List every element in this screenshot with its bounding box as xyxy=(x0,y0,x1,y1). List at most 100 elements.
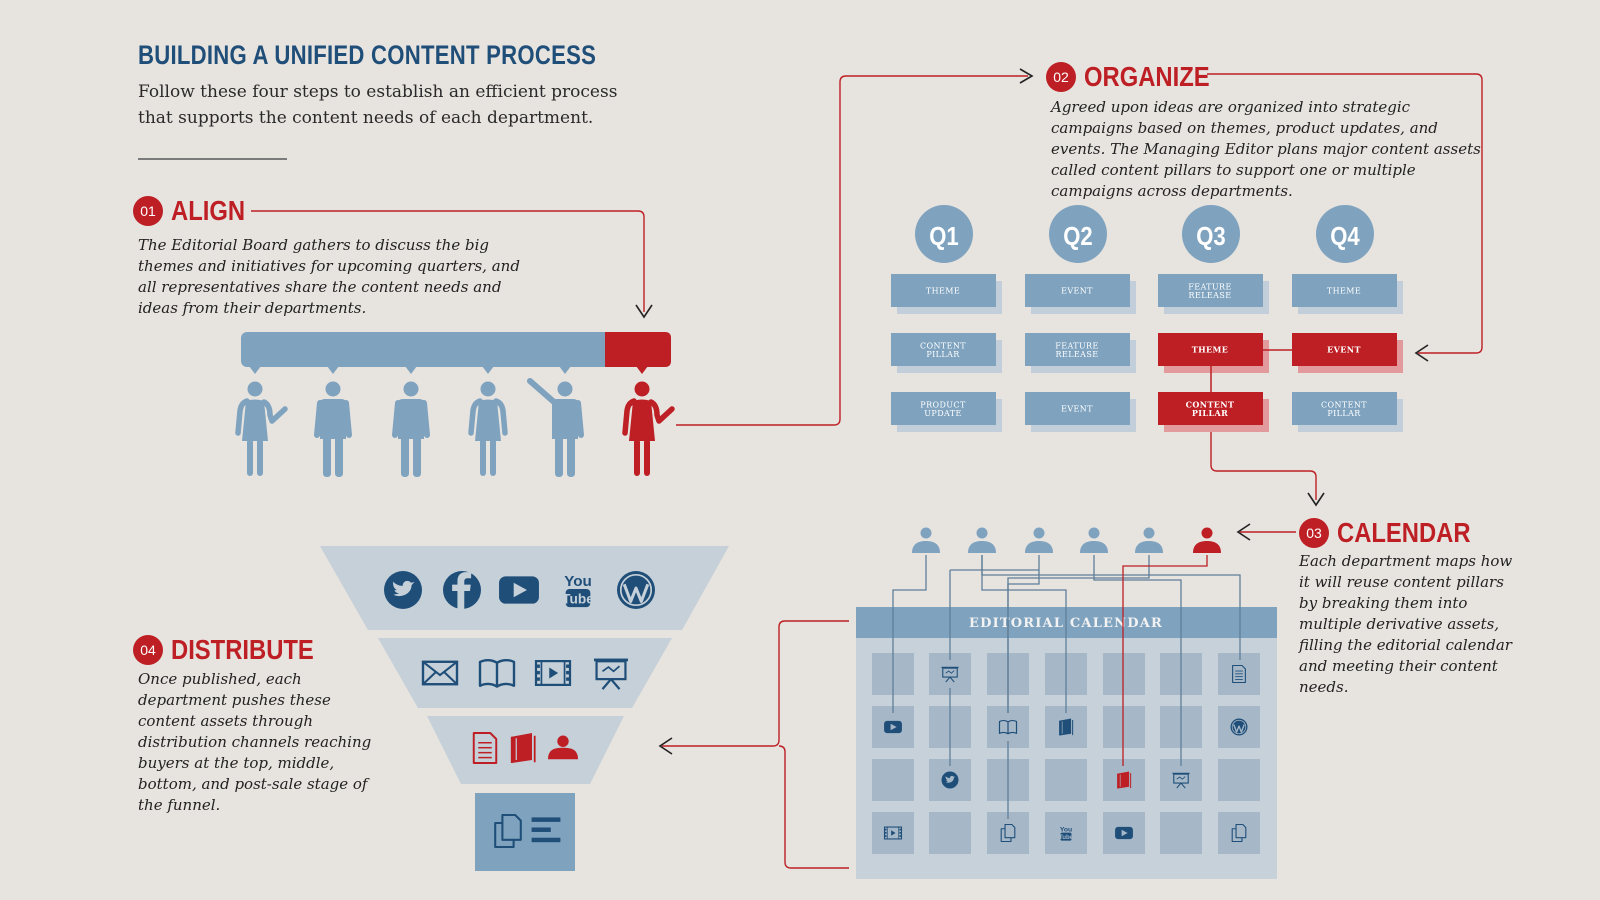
arrowhead xyxy=(1307,492,1325,507)
department-person xyxy=(1193,527,1221,553)
card-label: EVENT xyxy=(1061,287,1093,296)
campaign-card xyxy=(1025,274,1130,307)
card-label: CONTENT xyxy=(920,341,966,350)
youtube-you-text: You xyxy=(564,573,592,590)
speech-pointer xyxy=(249,366,261,374)
step-calendar-header: 03 CALENDAR xyxy=(1299,517,1494,549)
youtube-icon xyxy=(1115,826,1133,840)
card-label: EVENT xyxy=(1327,345,1361,355)
facebook-icon xyxy=(443,571,481,609)
speech-pointer xyxy=(636,366,648,374)
speech-pointer xyxy=(559,366,571,374)
calendar-icon-pad xyxy=(1225,819,1253,847)
card-label: THEME xyxy=(1192,345,1229,355)
wire xyxy=(892,555,927,727)
person-figure xyxy=(527,378,584,477)
book-icon xyxy=(998,719,1018,735)
organize-return-connector xyxy=(1207,73,1483,354)
arrowhead xyxy=(1236,523,1251,541)
card-label: UPDATE xyxy=(924,409,961,418)
step-align-description: The Editorial Board gathers to discuss t… xyxy=(138,236,520,317)
step-distribute-description: Once published, each department pushes t… xyxy=(138,670,372,814)
video-icon xyxy=(534,659,572,687)
pillar-to-calendar-connector xyxy=(1210,425,1317,500)
funnel-tier-postsale xyxy=(475,793,575,871)
card-label: CONTENT xyxy=(1321,400,1367,409)
arrowhead xyxy=(635,304,653,319)
article-icon xyxy=(531,817,561,843)
department-people xyxy=(912,527,1221,553)
quarter-label: Q3 xyxy=(1196,222,1225,251)
calendar-bracket-lower xyxy=(778,745,849,869)
card-label: PILLAR xyxy=(926,350,960,359)
calendar-icon-pad xyxy=(936,660,964,688)
youtube-tube-text: Tube xyxy=(1059,834,1074,841)
step-number-badge: 01 xyxy=(133,196,163,226)
user-icon xyxy=(548,735,578,760)
align-illustration xyxy=(235,332,675,477)
person-figure xyxy=(468,381,508,476)
booklet-icon xyxy=(1059,718,1074,736)
twitter-icon xyxy=(941,771,959,789)
card-label: RELEASE xyxy=(1056,350,1099,359)
step-title: DISTRIBUTE xyxy=(171,634,314,665)
quarter-circle xyxy=(915,205,973,263)
speech-pointer xyxy=(482,366,494,374)
department-person xyxy=(912,527,940,553)
calendar-cell xyxy=(872,759,914,801)
book-icon xyxy=(478,658,516,688)
card-label: PRODUCT xyxy=(920,400,966,409)
quarter-circle xyxy=(1182,205,1240,263)
step-organize-header: 02 ORGANIZE xyxy=(1046,61,1232,93)
arrowhead xyxy=(1414,344,1429,362)
wordpress-icon xyxy=(617,571,655,609)
arrowhead xyxy=(1019,68,1034,84)
quarter-label: Q2 xyxy=(1063,222,1092,251)
card-label: THEME xyxy=(926,287,960,296)
document-icon xyxy=(472,732,498,764)
department-person xyxy=(1080,527,1108,553)
campaign-card xyxy=(891,333,996,366)
step-number-badge: 04 xyxy=(133,635,163,665)
title-divider xyxy=(138,158,287,160)
card-label: THEME xyxy=(1327,287,1361,296)
document-icon xyxy=(1232,664,1246,684)
quarter-label: Q1 xyxy=(929,222,958,251)
speech-bar-highlight xyxy=(605,332,671,367)
calendar-cell xyxy=(929,812,971,854)
easel-icon xyxy=(941,666,959,683)
step-title: ORGANIZE xyxy=(1084,61,1210,92)
email-icon xyxy=(421,660,459,686)
calendar-cell xyxy=(1045,759,1087,801)
step-distribute-header: 04 DISTRIBUTE xyxy=(133,634,339,666)
quarter-columns: Q1THEMECONTENTPILLARPRODUCTUPDATEQ2EVENT… xyxy=(891,205,1403,432)
person-figure xyxy=(314,381,352,477)
copy-icon xyxy=(1000,823,1016,843)
wire xyxy=(1093,555,1182,780)
twitter-icon xyxy=(384,571,422,609)
card-label: CONTENT xyxy=(1186,399,1235,409)
campaign-card xyxy=(891,392,996,425)
calendar-cell xyxy=(1218,759,1260,801)
campaign-card xyxy=(891,274,996,307)
calendar-icon-pad xyxy=(994,819,1022,847)
campaign-card xyxy=(1292,274,1397,307)
align-connector xyxy=(251,210,645,312)
person-figure xyxy=(392,381,430,477)
card-label: FEATURE xyxy=(1188,282,1231,291)
step-number-badge: 02 xyxy=(1046,62,1076,92)
easel-icon xyxy=(1172,772,1190,789)
step-title: ALIGN xyxy=(171,195,246,226)
card-label: FEATURE xyxy=(1055,341,1098,350)
campaign-card xyxy=(1025,333,1130,366)
quarter-circle xyxy=(1049,205,1107,263)
card-label: EVENT xyxy=(1061,405,1093,414)
campaign-card xyxy=(1158,333,1263,366)
campaign-card xyxy=(1158,392,1263,425)
department-person xyxy=(1025,527,1053,553)
wire xyxy=(981,555,1067,727)
